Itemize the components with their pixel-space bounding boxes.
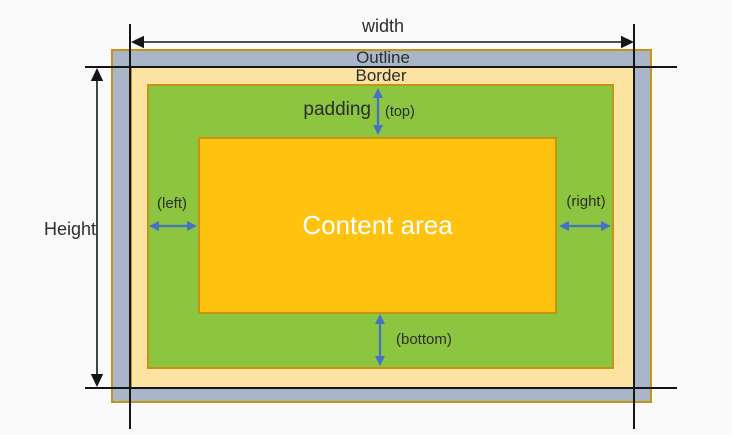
height-dimension-arrow	[90, 68, 104, 387]
padding-right-label: (right)	[566, 193, 606, 210]
padding-left-arrow	[149, 221, 197, 231]
border-label: Border	[355, 66, 407, 85]
padding-bottom-label: (bottom)	[396, 331, 452, 348]
width-dimension-arrow	[131, 35, 634, 49]
height-label: Height	[43, 219, 96, 239]
padding-top-label: (top)	[385, 104, 415, 120]
padding-right-arrow	[559, 221, 611, 231]
padding-label: padding	[303, 99, 371, 120]
width-label: width	[361, 16, 405, 36]
padding-left-label: (left)	[157, 195, 187, 212]
padding-top-arrow	[373, 88, 383, 135]
padding-bottom-arrow	[375, 314, 385, 366]
outline-label: Outline	[356, 48, 410, 67]
content-area-label: Content area	[302, 210, 453, 240]
content-box: Content area	[198, 137, 557, 314]
